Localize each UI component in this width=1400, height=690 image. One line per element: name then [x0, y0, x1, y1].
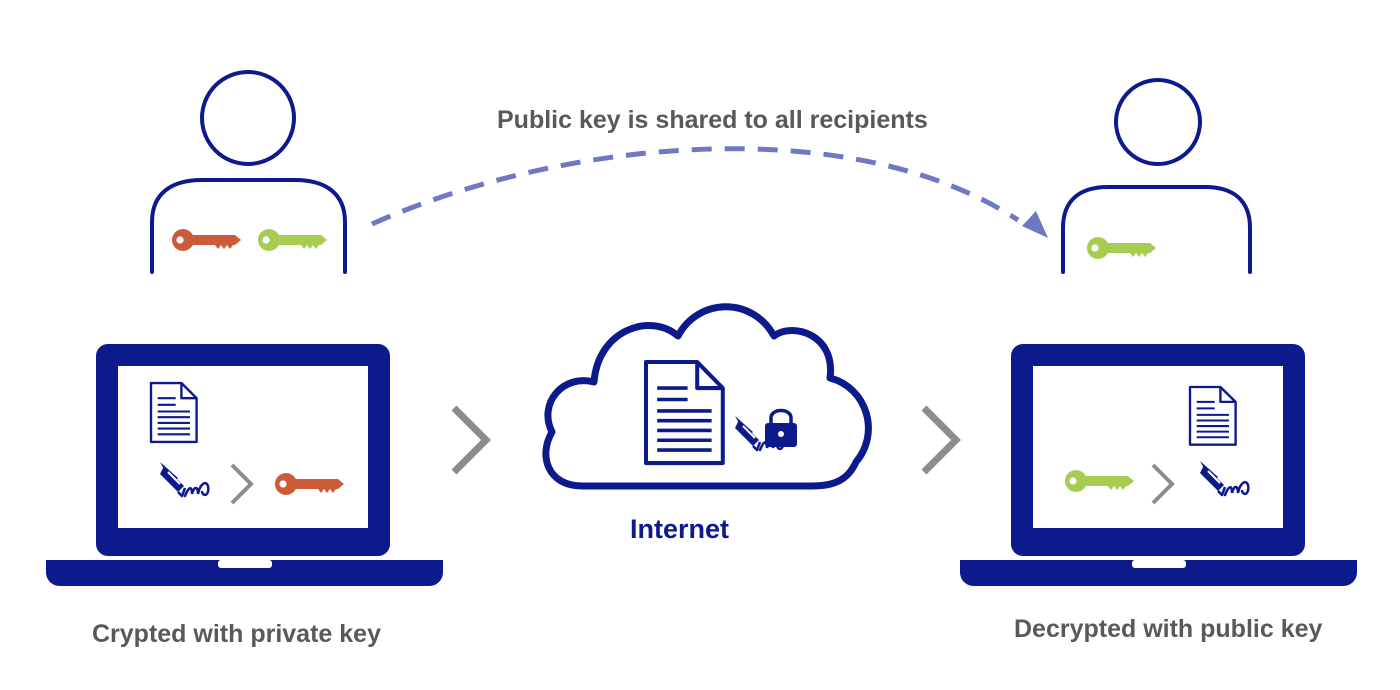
sender-document-icon — [149, 381, 198, 444]
arc-arrowhead-icon — [1022, 211, 1048, 238]
internet-label: Internet — [630, 514, 730, 544]
flow-chevron-left-icon — [451, 405, 491, 475]
recipient-laptop-icon — [960, 344, 1357, 586]
recipient-person-icon — [1061, 78, 1252, 274]
sender-chevron-right-icon — [230, 463, 254, 505]
lock-icon — [765, 408, 797, 447]
flow-chevron-right-icon — [921, 405, 961, 475]
sender-private-key-icon — [172, 229, 241, 251]
recipient-public-key-icon — [1087, 237, 1156, 259]
cloud-document-icon — [646, 362, 723, 463]
sender-caption: Crypted with private key — [92, 620, 381, 648]
sender-person-icon — [150, 70, 347, 274]
sender-public-key-icon — [258, 229, 327, 251]
recipient-caption: Decrypted with public key — [1014, 615, 1323, 643]
shared-key-arc — [370, 146, 1048, 238]
recipient-document-icon — [1188, 385, 1237, 446]
recipient-chevron-right-icon — [1151, 463, 1175, 505]
sender-laptop-icon — [46, 344, 443, 586]
shared-key-label: Public key is shared to all recipients — [497, 106, 928, 134]
